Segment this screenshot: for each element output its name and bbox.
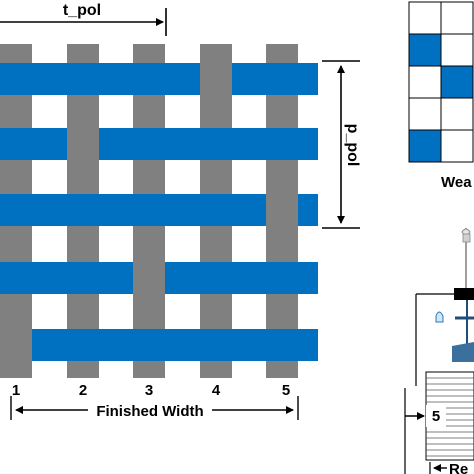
reed-dents bbox=[426, 377, 474, 457]
warp-float bbox=[200, 60, 232, 98]
weave-grid-cell bbox=[440, 65, 474, 99]
weave-grid-cell bbox=[408, 97, 442, 131]
warp-number-4: 4 bbox=[212, 382, 221, 399]
t-pol-dimension: t_pol bbox=[0, 2, 167, 36]
weave-grid-cell bbox=[408, 65, 442, 99]
warp-numbers: 1 2 3 4 5 bbox=[12, 382, 290, 399]
warp-float bbox=[0, 294, 32, 364]
finished-width-dimension: Finished Width bbox=[10, 396, 299, 420]
t-pol-label: t_pol bbox=[63, 2, 101, 19]
weave-grid-cell bbox=[440, 33, 474, 67]
weave-grid-cell bbox=[408, 1, 442, 35]
warp-number-3: 3 bbox=[145, 382, 153, 399]
loom-apparatus: 5 Re bbox=[404, 228, 474, 474]
weft-yarn-1 bbox=[0, 63, 318, 95]
weft-yarn-5 bbox=[0, 329, 318, 361]
warp-float bbox=[266, 160, 298, 260]
weave-pattern-grid bbox=[408, 1, 474, 163]
weft-yarn-2 bbox=[0, 128, 318, 160]
warp-float bbox=[133, 259, 165, 297]
warp-number-1: 1 bbox=[12, 382, 20, 399]
weft-yarn-3 bbox=[0, 194, 318, 226]
finished-width-label: Finished Width bbox=[96, 403, 203, 420]
warp-float bbox=[67, 125, 99, 163]
weave-grid-cell bbox=[408, 129, 442, 163]
weave-grid-cell bbox=[408, 33, 442, 67]
warp-number-2: 2 bbox=[79, 382, 87, 399]
weave-grid-cell bbox=[440, 97, 474, 131]
reed-caption: Re bbox=[449, 461, 468, 474]
warp-number-5: 5 bbox=[282, 382, 290, 399]
p-pol-label: p_pol bbox=[344, 124, 361, 167]
p-pol-dimension: p_pol bbox=[322, 60, 361, 229]
clamp-block bbox=[454, 288, 474, 300]
woven-fabric bbox=[0, 44, 318, 378]
weave-grid-cell bbox=[440, 1, 474, 35]
weave-caption: Wea bbox=[441, 174, 472, 191]
side-number: 5 bbox=[432, 408, 440, 425]
weave-grid-cell bbox=[440, 129, 474, 163]
